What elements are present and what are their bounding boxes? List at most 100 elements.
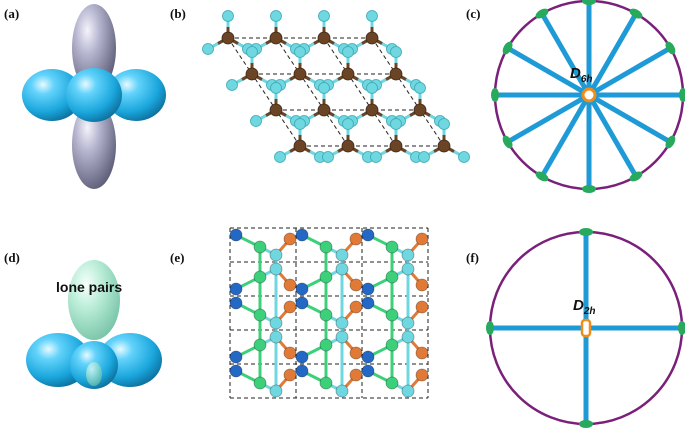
brown-atom <box>245 67 259 81</box>
green-atom <box>385 376 399 390</box>
cyan-atom <box>401 316 415 330</box>
orange-atom <box>349 346 363 360</box>
symmetry-label-c: D6h <box>570 65 593 85</box>
blue-atom <box>361 228 375 242</box>
orange-atom <box>283 368 297 382</box>
cyan-atom <box>318 82 330 94</box>
cyan-lobe-left <box>22 69 82 121</box>
green-atom <box>319 270 333 284</box>
blue-atom <box>229 228 243 242</box>
blue-atom <box>295 228 309 242</box>
cyan-atom <box>342 46 354 58</box>
orbital-d: lone pairs <box>26 260 162 389</box>
blue-atom <box>295 364 309 378</box>
green-atom <box>319 240 333 254</box>
cyan-atom <box>269 262 283 276</box>
green-atom <box>385 308 399 322</box>
panel-label-e: (e) <box>170 250 184 265</box>
cell-line <box>323 37 397 147</box>
cyan-atom <box>269 330 283 344</box>
cyan-atom <box>250 115 262 127</box>
blue-atom <box>361 296 375 310</box>
cyan-atom <box>322 151 334 163</box>
cyan-atom <box>269 384 283 398</box>
lattice-e <box>229 227 429 399</box>
cyan-atom <box>294 118 306 130</box>
cyan-atom <box>366 82 378 94</box>
blue-atom <box>229 296 243 310</box>
cyan-atom <box>270 10 282 22</box>
orange-atom <box>349 300 363 314</box>
cyan-atom <box>335 248 349 262</box>
mint-lone-pair-lobe <box>68 260 120 340</box>
cell-line <box>227 37 301 147</box>
orange-atom <box>283 278 297 292</box>
blue-atom <box>361 282 375 296</box>
brown-atom <box>437 139 451 153</box>
cyan-atom <box>414 82 426 94</box>
axis-marker <box>582 185 596 193</box>
orange-atom <box>283 346 297 360</box>
cyan-atom <box>274 151 286 163</box>
panel-label-f: (f) <box>466 250 479 265</box>
green-atom <box>385 240 399 254</box>
cyan-atom <box>202 43 214 55</box>
orange-atom <box>415 278 429 292</box>
orange-atom <box>415 232 429 246</box>
brown-atom <box>317 31 331 45</box>
green-atom <box>319 338 333 352</box>
brown-atom <box>293 139 307 153</box>
cyan-atom <box>390 118 402 130</box>
brown-atom <box>365 103 379 117</box>
axis-marker <box>502 135 513 149</box>
cyan-atom <box>335 262 349 276</box>
cyan-atom <box>418 151 430 163</box>
cyan-atom <box>401 384 415 398</box>
green-atom <box>253 376 267 390</box>
axis-marker <box>582 0 596 5</box>
atom-layer <box>229 228 429 398</box>
panel-label-a: (a) <box>4 6 19 21</box>
symmetry-sub-f: 2h <box>583 306 596 317</box>
cyan-atom <box>294 46 306 58</box>
panel-label-c: (c) <box>466 6 480 21</box>
mint-small-lobe <box>86 362 102 386</box>
green-atom <box>385 338 399 352</box>
axis-marker <box>535 8 549 19</box>
cell-line <box>275 37 349 147</box>
brown-atom <box>269 31 283 45</box>
unit-cell-lines <box>227 37 445 147</box>
blue-atom <box>361 350 375 364</box>
blue-atom <box>361 364 375 378</box>
cyan-atom <box>438 118 450 130</box>
green-atom <box>253 240 267 254</box>
symmetry-label-f: D2h <box>573 297 596 317</box>
cyan-lobe-right <box>106 69 166 121</box>
blue-atom <box>295 350 309 364</box>
cyan-atom <box>270 82 282 94</box>
cyan-atom <box>335 316 349 330</box>
orange-atom <box>415 346 429 360</box>
marker-bottom-f <box>579 420 593 428</box>
cyan-atom <box>401 248 415 262</box>
symmetry-diagram-f: D2h <box>486 228 685 428</box>
axis-marker <box>679 88 685 102</box>
green-atom <box>253 338 267 352</box>
center-marker-c <box>581 87 597 103</box>
cyan-atom <box>390 46 402 58</box>
blue-atom <box>229 282 243 296</box>
brown-atom <box>293 67 307 81</box>
symmetry-main-c: D <box>570 65 581 82</box>
brown-atom <box>365 31 379 45</box>
brown-atom <box>341 139 355 153</box>
marker-top-f <box>579 228 593 236</box>
cell-line <box>371 37 445 147</box>
cyan-atom <box>401 330 415 344</box>
orange-atom <box>349 232 363 246</box>
grey-lobe-top <box>72 4 116 92</box>
brown-atom <box>269 103 283 117</box>
green-atom <box>385 270 399 284</box>
axis-marker <box>491 88 499 102</box>
axis-marker <box>629 8 643 19</box>
